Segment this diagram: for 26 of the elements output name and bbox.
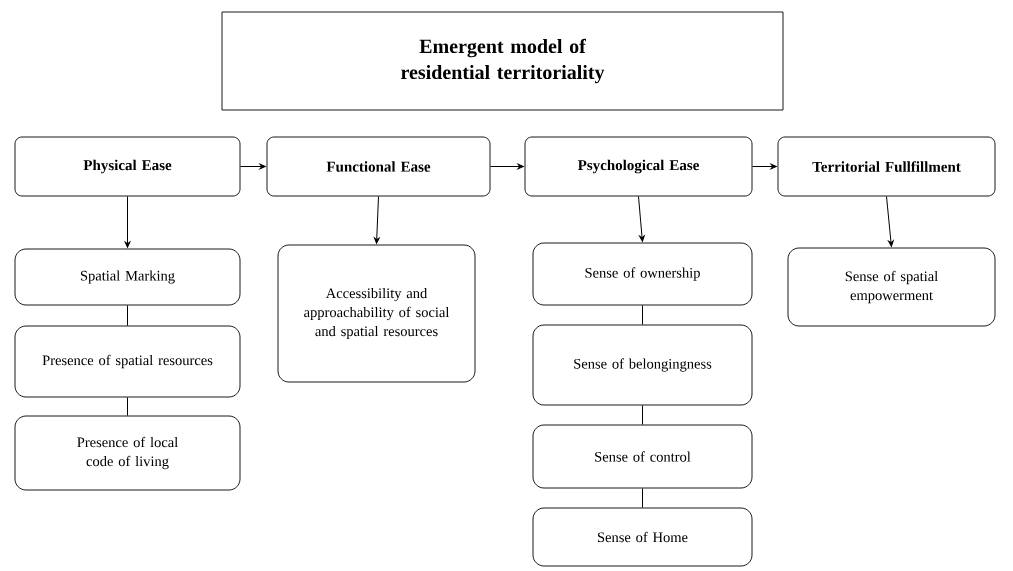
arrow (373, 195, 380, 244)
connector-line (127, 304, 128, 327)
arrow (124, 195, 131, 248)
arrow (751, 163, 777, 170)
process-box: Presence of spatial resources (14, 325, 241, 398)
title-box: Emergent model of residential territoriality (221, 11, 784, 111)
process-box: Territorial Fullfillment (777, 136, 996, 197)
process-box: Sense of spatial empowerment (787, 247, 996, 327)
process-box: Accessibility and approachability of social and spatial resources (277, 244, 476, 383)
process-box: Physical Ease (14, 136, 241, 197)
arrow (638, 195, 645, 242)
process-box: Sense of Home (532, 507, 753, 567)
connector-line (127, 396, 128, 417)
arrow (489, 163, 524, 170)
arrow (886, 195, 894, 247)
process-box: Functional Ease (266, 136, 491, 197)
connector-line (642, 487, 643, 509)
connector-line (642, 404, 643, 426)
connector-line (642, 304, 643, 326)
process-box: Sense of ownership (532, 242, 753, 306)
process-box: Presence of local code of living (14, 415, 241, 491)
process-box: Sense of belongingness (532, 324, 753, 406)
process-box: Sense of control (532, 424, 753, 489)
process-box: Psychological Ease (524, 136, 753, 197)
process-box: Spatial Marking (14, 248, 241, 306)
arrow (239, 163, 266, 170)
